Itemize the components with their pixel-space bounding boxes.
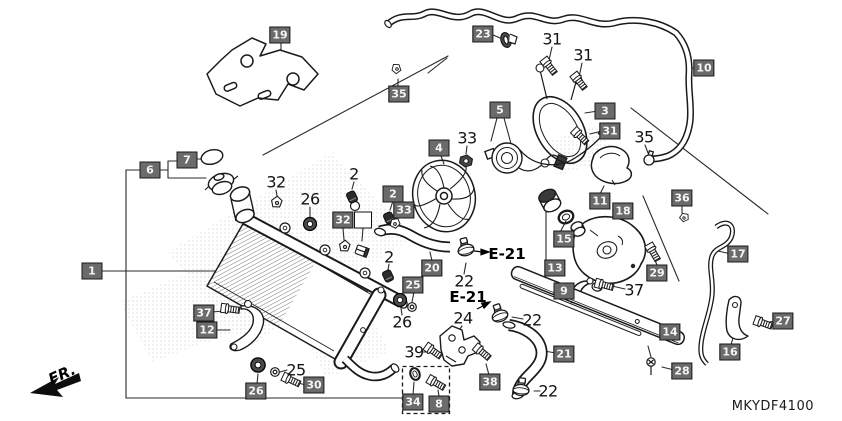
callout-24: 24 <box>453 308 473 328</box>
callout-13: 13 <box>544 259 566 277</box>
callout-23: 23 <box>472 25 494 43</box>
hose-10 <box>384 8 695 164</box>
callout-2: 2 <box>384 247 394 267</box>
callout-2: 2 <box>382 185 404 203</box>
callout-37: 37 <box>624 280 644 300</box>
callout-4: 4 <box>428 139 450 157</box>
e21-arrows <box>473 248 492 310</box>
callout-17: 17 <box>727 245 749 263</box>
callout-8: 8 <box>428 395 450 413</box>
callout-35: 35 <box>634 127 654 147</box>
screw-28 <box>646 357 656 375</box>
callout-1: 1 <box>81 262 103 280</box>
hose-20 <box>373 223 451 253</box>
callout-37: 37 <box>193 304 215 322</box>
callout-5: 5 <box>489 101 511 119</box>
callout-12: 12 <box>196 321 218 339</box>
callout-2: 2 <box>349 164 359 184</box>
callout-31: 31 <box>542 29 562 49</box>
diagram-code: MKYDF4100 <box>731 399 814 414</box>
radiator-1 <box>206 186 408 382</box>
callout-10: 10 <box>693 59 715 77</box>
callout-9: 9 <box>553 282 575 300</box>
bracket-19 <box>206 37 319 107</box>
callout-6: 6 <box>139 161 161 179</box>
callout-35: 35 <box>388 85 410 103</box>
callout-26: 26 <box>300 189 320 209</box>
callout-22: 22 <box>522 310 542 330</box>
callout-19: 19 <box>269 26 291 44</box>
callout-11: 11 <box>589 192 611 210</box>
callout-E-21: E-21 <box>488 245 526 263</box>
clamp-23 <box>500 32 518 48</box>
callout-33: 33 <box>457 128 477 148</box>
callout-blank <box>354 211 372 229</box>
callout-31: 31 <box>599 122 621 140</box>
callout-3: 3 <box>594 102 616 120</box>
callout-14: 14 <box>659 323 681 341</box>
callout-36: 36 <box>671 189 693 207</box>
callout-15: 15 <box>553 230 575 248</box>
thermostat-cover-11 <box>590 145 633 186</box>
callout-18: 18 <box>612 202 634 220</box>
callout-26: 26 <box>392 312 412 332</box>
callout-32: 32 <box>332 211 354 229</box>
tube-17 <box>698 220 735 366</box>
fan-motor-5 <box>483 142 568 174</box>
callout-30: 30 <box>303 376 325 394</box>
callout-25: 25 <box>402 276 424 294</box>
callout-28: 28 <box>671 362 693 380</box>
callout-27: 27 <box>772 312 794 330</box>
callout-E-21: E-21 <box>449 288 487 306</box>
stay-16 <box>725 295 749 341</box>
callout-32: 32 <box>266 172 286 192</box>
cap-seal-7 <box>200 148 224 166</box>
callout-33: 33 <box>393 201 415 219</box>
callout-16: 16 <box>719 343 741 361</box>
callout-21: 21 <box>553 345 575 363</box>
callout-29: 29 <box>646 264 668 282</box>
fan-4 <box>411 154 477 233</box>
callout-20: 20 <box>421 259 443 277</box>
callout-39: 39 <box>404 342 424 362</box>
callout-34: 34 <box>402 393 424 411</box>
oring-15 <box>557 209 575 225</box>
callout-22: 22 <box>454 271 474 291</box>
callout-22: 22 <box>538 381 558 401</box>
callout-25: 25 <box>286 360 306 380</box>
callout-38: 38 <box>479 373 501 391</box>
kit-box-34-8 <box>401 365 451 415</box>
stay-12 <box>229 299 265 352</box>
clamp-35 <box>643 149 655 166</box>
callout-31: 31 <box>573 45 593 65</box>
callout-7: 7 <box>176 151 198 169</box>
callout-26: 26 <box>245 382 267 400</box>
radiator-cap-6 <box>200 148 239 196</box>
bushing-13-15 <box>538 188 586 237</box>
